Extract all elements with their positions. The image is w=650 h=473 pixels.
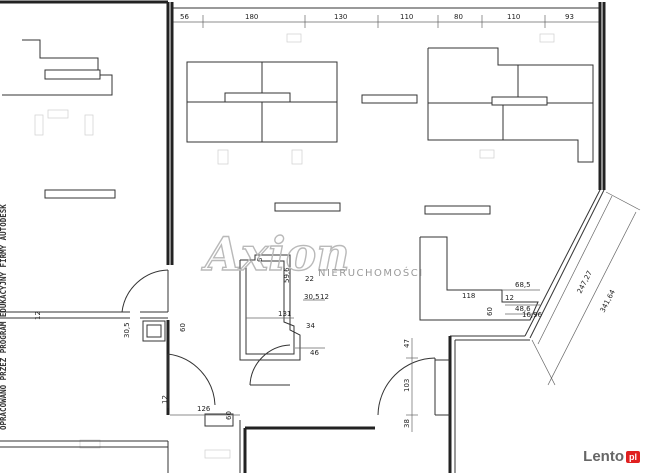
diagonal-dimensions: 247,27 341,64 [531,191,641,386]
dim-right-68-5: 68,5 [515,281,531,289]
dim-right-12: 12 [505,294,514,302]
dim-bottom-60: 60 [225,411,233,420]
dim-top-5: 80 [454,13,463,21]
program-note: OPRACOWANO PRZEZ PROGRAM EDUKACYJNY FIRM… [0,204,8,430]
doors [121,269,436,416]
dim-top-3: 130 [334,13,347,21]
dim-right-48-6: 48,6 [515,305,531,313]
right-door-dimensions: 47 103 38 [403,338,418,432]
watermark-brand: Axion [201,227,350,281]
dim-shaft-34: 34 [306,322,315,330]
dim-right-60: 60 [486,307,494,316]
dim-door-38: 38 [403,419,411,428]
dim-shaft-59-6: 59,6 [283,267,291,283]
lento-name: Lento [583,448,624,465]
dim-shaft-131: 131 [278,310,291,318]
watermark-subtitle: NIERUCHOMOŚCI [318,266,424,279]
top-dimension-chain: 56 180 130 110 80 110 93 [171,7,601,28]
dim-top-7: 93 [565,13,574,21]
dim-shaft-30-5: 30,5 [304,293,320,301]
right-middle-block: 68,5 118 12 48,6 16,96 60 [419,236,543,321]
dim-shaft-6: 6 [256,257,264,262]
dim-top-4: 110 [400,13,413,21]
dim-left-12: 12 [34,311,42,320]
dim-top-1: 56 [180,13,189,21]
dim-left-60: 60 [179,323,187,332]
lento-tld: pl [626,450,640,463]
dim-shaft-12: 12 [320,293,329,301]
ghost-marks [47,33,555,459]
desk-block-center [186,61,418,165]
dim-shaft-46: 46 [310,349,319,357]
dim-diag-341: 341,64 [599,288,617,314]
left-dimensions: 12 30,5 60 12 126 60 [34,311,240,420]
left-room-furniture [2,39,116,199]
dim-diag-247: 247,27 [576,269,594,294]
fixtures [142,320,234,427]
desk-block-right [274,47,594,215]
lento-logo: Lento pl [583,448,640,465]
dim-right-118: 118 [462,292,475,300]
dim-top-2: 180 [245,13,258,21]
dim-top-6: 110 [507,13,520,21]
dim-bottom-12: 12 [161,395,169,404]
dim-right-16-96: 16,96 [522,311,543,319]
dim-door-103: 103 [403,379,411,392]
dim-left-30-5: 30,5 [123,322,131,338]
watermark: Axion NIERUCHOMOŚCI [200,226,424,281]
dim-bottom-126: 126 [197,405,211,413]
dim-shaft-22: 22 [305,275,314,283]
dim-door-47: 47 [403,339,411,348]
